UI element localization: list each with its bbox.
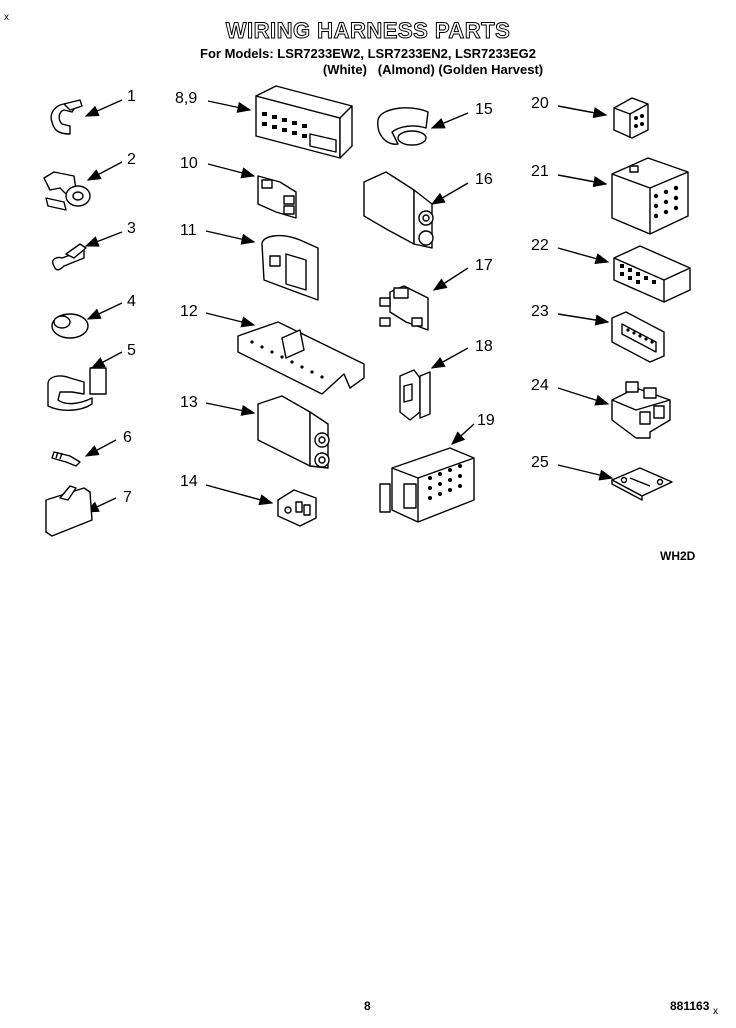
part-6-screw <box>51 451 81 467</box>
part-25-plate <box>611 467 673 501</box>
part-label-20: 20 <box>531 95 549 112</box>
page-title: WIRING HARNESS PARTS <box>225 18 511 44</box>
part-1-clip <box>50 99 83 135</box>
part-3-clip <box>52 243 87 271</box>
part-label-23: 23 <box>531 303 549 320</box>
doc-code: 881163 <box>670 999 710 1013</box>
part-label-15: 15 <box>475 101 493 118</box>
part-8-9-connector-housing <box>255 85 353 159</box>
part-5-bracket <box>47 367 107 411</box>
part-label-25: 25 <box>531 454 549 471</box>
part-label-14: 14 <box>180 473 198 490</box>
part-11-connector <box>261 234 319 301</box>
part-label-11: 11 <box>180 222 197 239</box>
part-label-3: 3 <box>127 220 136 237</box>
part-21-connector-block <box>611 157 689 235</box>
colors-line: (White) (Almond) (Golden Harvest) <box>322 62 544 77</box>
part-4-grommet <box>51 313 89 339</box>
part-20-connector <box>613 97 649 139</box>
part-label-17: 17 <box>475 257 493 274</box>
part-16-connector <box>363 171 434 249</box>
part-label-13: 13 <box>180 394 198 411</box>
part-label-8-9: 8,9 <box>175 90 198 107</box>
page-number: 8 <box>364 999 371 1013</box>
part-label-12: 12 <box>180 303 198 320</box>
part-17-connector <box>379 285 429 331</box>
part-12-terminal-block <box>237 321 365 395</box>
part-label-1: 1 <box>127 88 136 105</box>
part-label-24: 24 <box>531 377 549 394</box>
part-label-7: 7 <box>123 489 132 506</box>
part-7-bracket <box>45 485 93 537</box>
leader-arrows <box>84 99 614 513</box>
part-label-10: 10 <box>180 155 198 172</box>
footer-corner-mark: x <box>713 1006 718 1017</box>
part-label-4: 4 <box>127 293 136 310</box>
part-24-connector <box>611 381 671 439</box>
part-13-connector <box>257 395 330 469</box>
corner-mark: x <box>4 12 9 23</box>
part-label-5: 5 <box>127 342 136 359</box>
part-18-clip <box>399 369 431 421</box>
part-label-6: 6 <box>123 429 132 446</box>
models-line: For Models: LSR7233EW2, LSR7233EN2, LSR7… <box>200 46 536 61</box>
part-label-21: 21 <box>531 163 549 180</box>
part-label-18: 18 <box>475 338 493 355</box>
part-22-connector <box>613 245 691 303</box>
part-label-16: 16 <box>475 171 493 188</box>
part-label-2: 2 <box>127 151 136 168</box>
part-label-22: 22 <box>531 237 549 254</box>
part-23-connector-strip <box>611 311 665 363</box>
part-2-clamp <box>43 171 91 211</box>
part-14-connector <box>277 489 317 527</box>
diagram-code: WH2D <box>660 549 696 563</box>
part-10-connector <box>257 175 297 219</box>
part-15-sleeve <box>377 107 429 146</box>
part-19-connector-block <box>379 447 475 523</box>
part-label-19: 19 <box>477 412 495 429</box>
